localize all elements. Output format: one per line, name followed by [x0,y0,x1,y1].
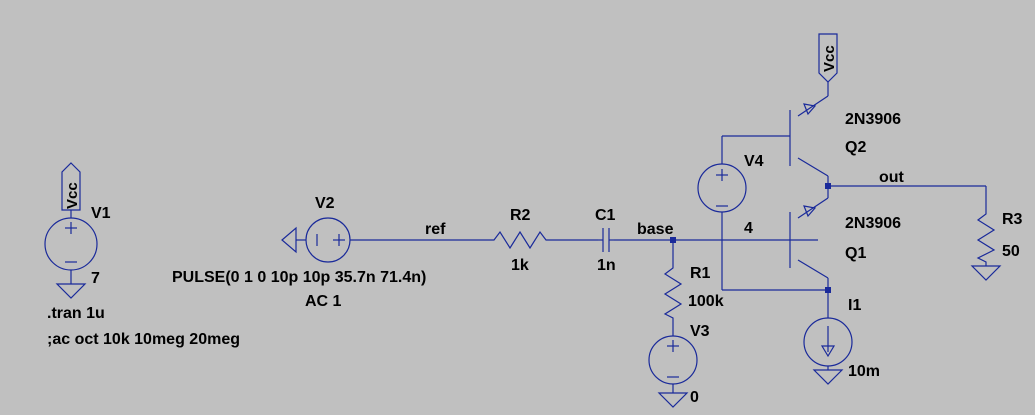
r3-name: R3 [1002,211,1023,228]
ground-symbol [657,392,689,408]
net-label-ref: ref [425,221,446,238]
q1-model: 2N3906 [845,215,901,232]
i1-current-source[interactable]: I1 10m [803,290,880,385]
net-label-base: base [637,221,674,238]
v2-source[interactable]: V2 PULSE(0 1 0 10p 10p 35.7n 71.4n) AC 1 [172,195,426,310]
ground-symbol [812,369,844,385]
r2-resistor[interactable]: R2 1k [488,207,552,274]
i1-name: I1 [848,297,861,314]
q2-model: 2N3906 [845,111,901,128]
v3-name: V3 [690,323,710,340]
q1-name: Q1 [845,245,866,262]
r2-name: R2 [510,207,531,224]
i1-value: 10m [848,363,880,380]
tran-directive[interactable]: .tran 1u [47,305,105,322]
q2-name: Q2 [845,139,866,156]
q2-supply-label: Vcc [821,45,838,72]
ac-directive[interactable]: ;ac oct 10k 10meg 20meg [47,331,240,348]
v2-name: V2 [315,195,335,212]
v3-value: 0 [690,389,699,406]
r3-resistor[interactable]: R3 50 [970,186,1023,281]
v4-value: 4 [744,220,753,237]
c1-name: C1 [595,207,616,224]
v1-source[interactable]: Vcc V1 7 [44,162,111,299]
r1-name: R1 [690,265,711,282]
r2-value: 1k [511,257,529,274]
v1-value: 7 [91,270,100,287]
vcc-net-flag [818,33,838,83]
r1-value: 100k [688,293,724,310]
net-label-out: out [879,169,905,186]
v2-ac-value: AC 1 [305,293,342,310]
ground-symbol [281,226,297,254]
q2-transistor[interactable]: Vcc 2N3906 Q2 [789,33,901,186]
v3-source[interactable]: V3 0 [648,323,710,408]
v4-name: V4 [744,153,764,170]
ground-symbol [970,265,1002,281]
q1-transistor[interactable]: 2N3906 Q1 [789,186,901,290]
r3-value: 50 [1002,243,1020,260]
ground-symbol [55,283,87,299]
r1-resistor[interactable]: R1 100k [663,240,724,324]
c1-value: 1n [597,257,616,274]
v1-name: V1 [91,205,111,222]
v1-supply-label: Vcc [64,182,81,209]
v4-source[interactable]: V4 4 [697,135,790,290]
c1-capacitor[interactable]: C1 1n [595,207,616,274]
v2-value: PULSE(0 1 0 10p 10p 35.7n 71.4n) [172,269,426,286]
